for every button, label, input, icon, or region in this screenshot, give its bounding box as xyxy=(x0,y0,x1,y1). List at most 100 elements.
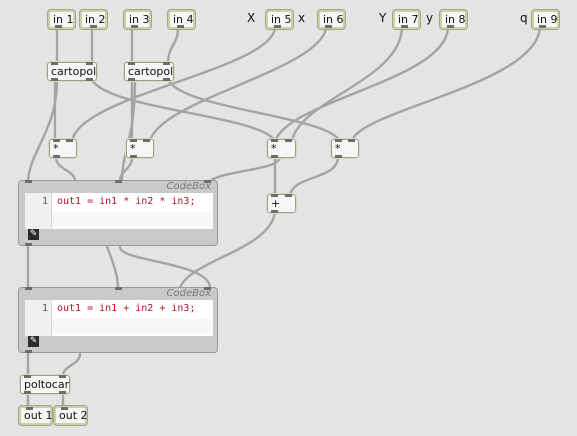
outlet-port[interactable] xyxy=(447,25,454,28)
outlet-port[interactable] xyxy=(24,391,31,394)
inlet-8[interactable]: in 8 xyxy=(439,9,468,30)
outlet-port[interactable] xyxy=(90,25,97,28)
inlet-2-label: in 2 xyxy=(85,13,106,26)
outlet-port[interactable] xyxy=(163,78,170,81)
codebox-1[interactable]: CodeBox 1 out1 = in1 * in2 * in3; ✎ xyxy=(18,180,218,246)
inlet-6[interactable]: in 6 xyxy=(317,9,346,30)
multiply-object-4[interactable]: * xyxy=(330,138,360,159)
line-gutter: 1 xyxy=(25,300,52,336)
inlet-port[interactable] xyxy=(53,139,60,142)
patch-cord xyxy=(118,245,212,290)
inlet-5-label: in 5 xyxy=(271,13,292,26)
wrench-icon[interactable]: ✎ xyxy=(28,229,39,240)
inlet-port[interactable] xyxy=(285,139,292,142)
outlet-1[interactable]: out 1 xyxy=(18,405,53,426)
outlet-port[interactable] xyxy=(130,155,137,158)
code-editor[interactable]: 1 out1 = in1 + in2 + in3; xyxy=(25,300,213,336)
inlet-port[interactable] xyxy=(61,407,68,410)
multiply-label: * xyxy=(53,142,59,155)
inlet-port[interactable] xyxy=(51,62,58,65)
codebox-2[interactable]: CodeBox 1 out1 = in1 + in2 + in3; ✎ xyxy=(18,287,218,353)
outlet-port[interactable] xyxy=(59,391,66,394)
inlet-9[interactable]: in 9 xyxy=(531,9,560,30)
inlet-4-label: in 4 xyxy=(173,13,194,26)
codebox-title: CodeBox xyxy=(166,288,212,299)
poltocar-object[interactable]: poltocar xyxy=(19,374,71,395)
inlet-port[interactable] xyxy=(128,62,135,65)
inlet-port[interactable] xyxy=(285,194,292,197)
outlet-1-label: out 1 xyxy=(24,409,53,422)
outlet-port[interactable] xyxy=(274,25,281,28)
inlet-4[interactable]: in 4 xyxy=(167,9,196,30)
multiply-label: * xyxy=(335,142,341,155)
inlet-port[interactable] xyxy=(204,180,211,183)
multiply-object-3[interactable]: * xyxy=(266,138,297,159)
outlet-port[interactable] xyxy=(271,210,278,213)
line-gutter: 1 xyxy=(25,193,52,229)
inlet-1[interactable]: in 1 xyxy=(47,9,76,30)
patch-cord xyxy=(90,78,277,143)
outlet-port[interactable] xyxy=(25,243,32,246)
outlet-port[interactable] xyxy=(51,78,58,81)
outlet-port[interactable] xyxy=(325,25,332,28)
label-x: x xyxy=(298,11,306,25)
code-line[interactable]: out1 = in1 * in2 * in3; xyxy=(57,196,196,207)
outlet-port[interactable] xyxy=(25,350,32,353)
label-q: q xyxy=(520,11,528,25)
empty-code-line[interactable] xyxy=(52,319,213,333)
inlet-port[interactable] xyxy=(86,62,93,65)
outlet-port[interactable] xyxy=(401,25,408,28)
inlet-port[interactable] xyxy=(115,180,122,183)
inlet-9-label: in 9 xyxy=(537,13,558,26)
cartopol-object-1[interactable]: cartopol xyxy=(46,61,98,82)
inlet-port[interactable] xyxy=(24,375,31,378)
outlet-port[interactable] xyxy=(271,155,278,158)
wrench-icon[interactable]: ✎ xyxy=(28,336,39,347)
inlet-3[interactable]: in 3 xyxy=(123,9,152,30)
outlet-port[interactable] xyxy=(539,25,546,28)
outlet-port[interactable] xyxy=(131,25,138,28)
inlet-7[interactable]: in 7 xyxy=(392,9,421,30)
inlet-port[interactable] xyxy=(130,139,137,142)
patch-cord xyxy=(166,78,342,143)
outlet-port[interactable] xyxy=(86,78,93,81)
inlet-port[interactable] xyxy=(271,194,278,197)
multiply-object-2[interactable]: * xyxy=(125,138,155,159)
code-line[interactable]: out1 = in1 + in2 + in3; xyxy=(57,303,196,314)
outlet-port[interactable] xyxy=(53,155,60,158)
inlet-6-label: in 6 xyxy=(323,13,344,26)
patch-cord xyxy=(54,155,77,183)
inlet-port[interactable] xyxy=(204,287,211,290)
inlet-8-label: in 8 xyxy=(445,13,466,26)
multiply-object-1[interactable]: * xyxy=(48,138,78,159)
inlet-7-label: in 7 xyxy=(398,13,419,26)
add-object[interactable]: + xyxy=(266,193,297,214)
outlet-port[interactable] xyxy=(335,155,342,158)
inlet-port[interactable] xyxy=(25,180,32,183)
inlet-port[interactable] xyxy=(59,375,66,378)
poltocar-label: poltocar xyxy=(24,378,70,391)
outlet-port[interactable] xyxy=(177,25,184,28)
inlet-port[interactable] xyxy=(115,287,122,290)
inlet-port[interactable] xyxy=(163,62,170,65)
patch-cord xyxy=(273,26,450,143)
cartopol-object-2[interactable]: cartopol xyxy=(123,61,175,82)
inlet-port[interactable] xyxy=(66,139,73,142)
inlet-port[interactable] xyxy=(348,139,355,142)
code-editor[interactable]: 1 out1 = in1 * in2 * in3; xyxy=(25,193,213,229)
label-Y: Y xyxy=(379,11,387,25)
label-X: X xyxy=(247,11,256,25)
empty-code-line[interactable] xyxy=(52,212,213,226)
outlet-port[interactable] xyxy=(128,78,135,81)
outlet-2[interactable]: out 2 xyxy=(53,405,88,426)
inlet-port[interactable] xyxy=(26,407,33,410)
inlet-port[interactable] xyxy=(25,287,32,290)
outlet-port[interactable] xyxy=(55,25,62,28)
inlet-port[interactable] xyxy=(143,139,150,142)
inlet-5[interactable]: in 5 xyxy=(265,9,294,30)
outlet-2-label: out 2 xyxy=(59,409,88,422)
inlet-port[interactable] xyxy=(271,139,278,142)
inlet-2[interactable]: in 2 xyxy=(79,9,108,30)
inlet-port[interactable] xyxy=(335,139,342,142)
